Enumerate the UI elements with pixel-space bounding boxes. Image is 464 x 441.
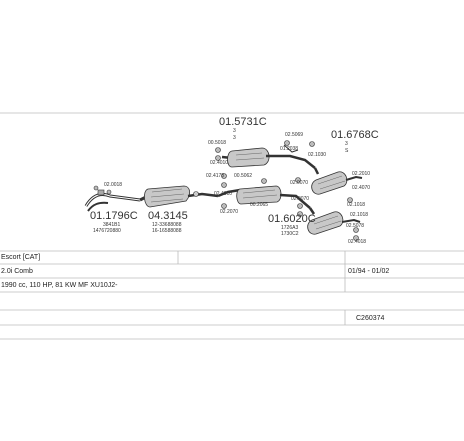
info-table-grid <box>0 112 464 340</box>
fitting-label: 02.0018 <box>104 182 122 188</box>
part-rear-upper-sub-b: S <box>345 148 349 154</box>
part-catalyst-label: 04.3145 <box>148 210 188 222</box>
part-catalyst-sub-a: 12-33688088 <box>152 222 182 228</box>
exhaust-assembly <box>84 140 363 241</box>
fitting-label: 02.4010 <box>210 160 228 166</box>
fitting-label: 02.2070 <box>220 209 238 215</box>
fitting-label: 00.2065 <box>250 202 268 208</box>
fitting-label: 02.4070 <box>352 185 370 191</box>
fitting-label: 02.4010 <box>214 191 232 197</box>
fitting-label: 02.1018 <box>350 212 368 218</box>
fittings <box>215 141 359 241</box>
fitting-label: 02.5069 <box>285 132 303 138</box>
part-catalyst-sub-b: 16-16588088 <box>152 228 182 234</box>
fitting-label: 02.2010 <box>352 171 370 177</box>
fitting-label: 02.5078 <box>346 223 364 229</box>
part-front-pipe-label: 01.1796C <box>90 210 138 222</box>
fitting-label: 02.0070 <box>291 196 309 202</box>
middle-silencer <box>217 140 316 198</box>
fitting-labels: 02.0018 00.5018 02.5069 01.2038 02.4010 … <box>104 132 370 245</box>
part-rear-lower-sub-b: 1730C2 <box>281 231 299 237</box>
part-middle-sub-b: 3 <box>233 135 236 141</box>
part-rear-lower-label: 01.6020C <box>268 213 316 225</box>
front-pipe <box>84 185 141 212</box>
vehicle-engine: 2.0i Comb <box>1 268 33 275</box>
vehicle-production-dates: 01/94 - 01/02 <box>348 268 390 275</box>
fitting-label: 02.1030 <box>308 152 326 158</box>
center-silencer <box>236 185 311 209</box>
fitting-label: 02.1018 <box>347 202 365 208</box>
fitting-label: 02.4178 <box>206 173 224 179</box>
rear-silencer-upper <box>311 167 363 195</box>
fitting-label: 00.5018 <box>208 140 226 146</box>
part-rear-lower-sub-a: 1726A3 <box>281 225 298 231</box>
fitting-label: 01.2038 <box>280 146 298 152</box>
catalytic-converter <box>139 185 219 208</box>
catalogue-code: C260374 <box>356 315 385 322</box>
part-front-pipe-sub-a: 3841B1 <box>103 222 120 228</box>
fitting-label: 02.0070 <box>290 180 308 186</box>
fitting-label: 00.5062 <box>234 173 252 179</box>
part-labels: 01.1796C 3841B1 1476720880 04.3145 12-33… <box>90 116 379 237</box>
part-front-pipe-sub-b: 1476720880 <box>93 228 121 234</box>
part-rear-upper-label: 01.6768C <box>331 129 379 141</box>
vehicle-engine-details: 1990 cc, 110 HP, 81 KW MF XU10J2- <box>1 282 118 289</box>
part-middle-sub-a: 3 <box>233 128 236 134</box>
vehicle-model: Escort [CAT] <box>1 254 41 261</box>
rear-silencer-lower <box>307 207 361 235</box>
part-middle-silencer-label: 01.5731C <box>219 116 267 128</box>
fitting-label: 02.4018 <box>348 239 366 245</box>
part-rear-upper-sub-a: 3 <box>345 141 348 147</box>
